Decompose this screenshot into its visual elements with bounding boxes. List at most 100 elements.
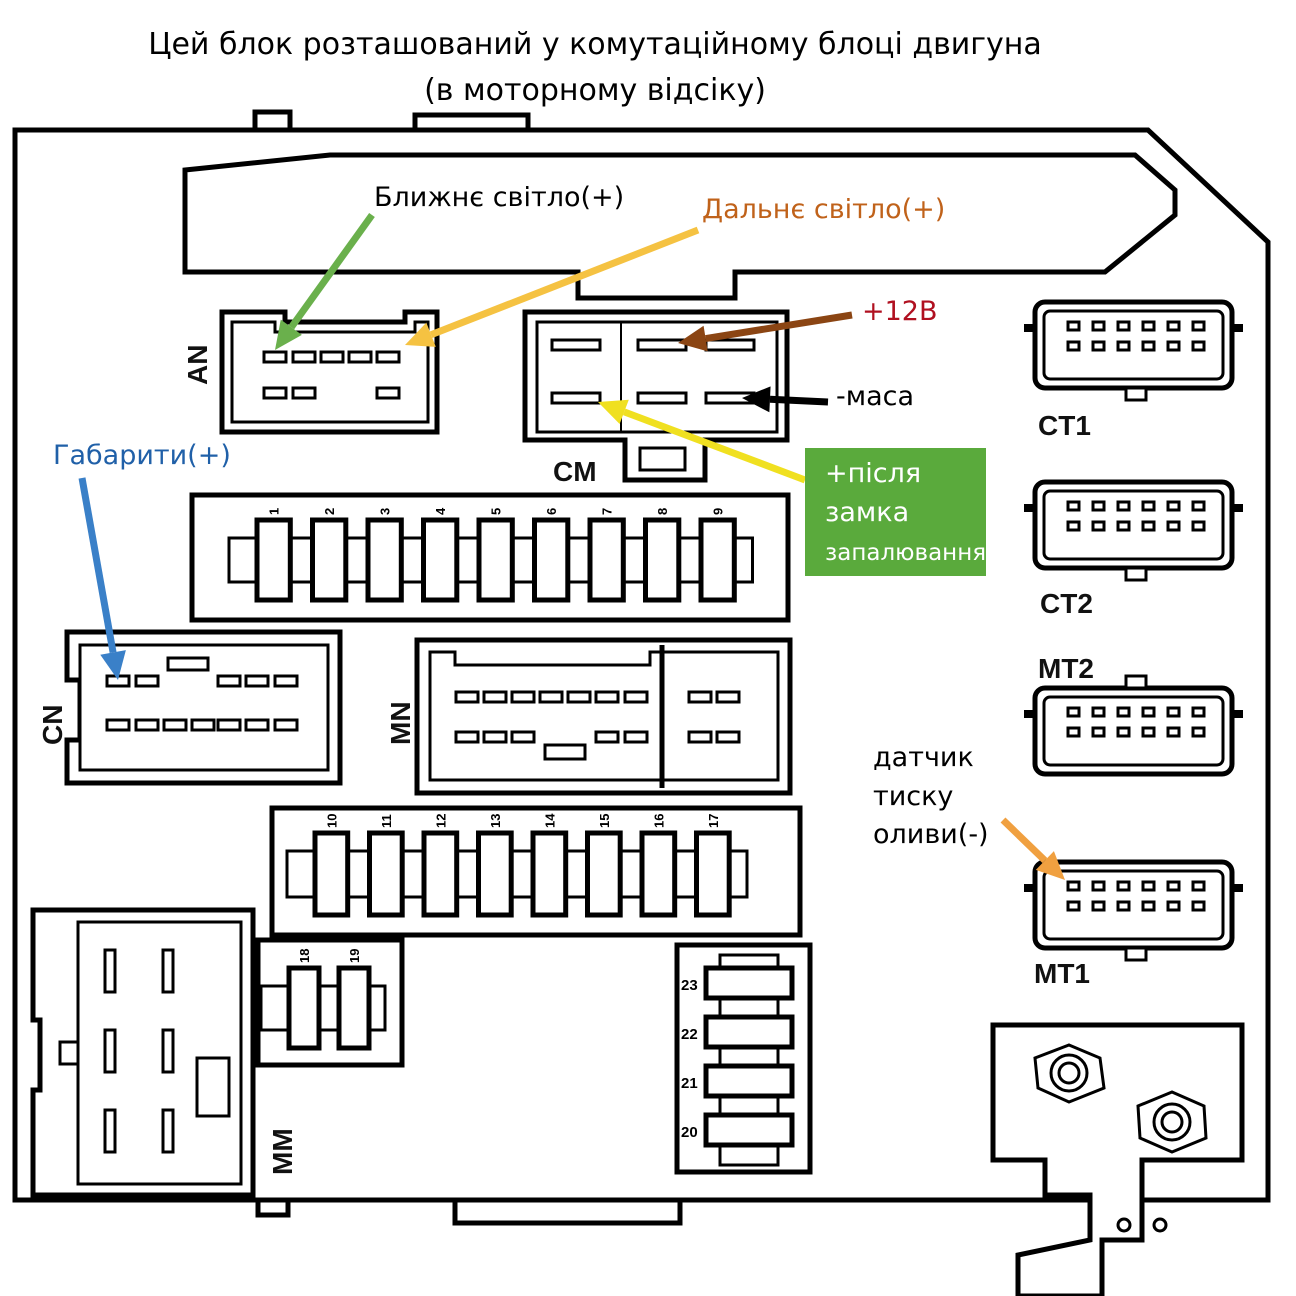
pin	[1191, 500, 1206, 512]
fuse-19[interactable]	[336, 965, 372, 1051]
arrow-high-beam	[405, 226, 700, 347]
pin	[1066, 880, 1081, 892]
pin	[1091, 340, 1106, 352]
pin	[482, 730, 508, 744]
pin	[1116, 880, 1131, 892]
fuse-3[interactable]	[365, 517, 404, 603]
pin	[216, 674, 242, 688]
fuse-5[interactable]	[476, 517, 515, 603]
pin	[1116, 900, 1131, 912]
pin	[1191, 706, 1206, 718]
connector-cm[interactable]	[522, 309, 790, 483]
label-parking-lights: Габарити(+)	[53, 440, 231, 471]
pin	[594, 690, 620, 704]
pin	[1166, 706, 1181, 718]
pin	[454, 690, 480, 704]
fuse-2[interactable]	[310, 517, 349, 603]
fuse-11[interactable]	[367, 830, 405, 918]
fuse-20[interactable]	[703, 1112, 795, 1148]
connector-mt2[interactable]	[1024, 674, 1243, 777]
pin	[262, 350, 288, 364]
pin	[1191, 900, 1206, 912]
label-mn: MN	[385, 701, 416, 745]
fuse-8[interactable]	[643, 517, 682, 603]
fuse-21[interactable]	[703, 1063, 795, 1099]
pin	[1091, 520, 1106, 532]
fuse-number: 14	[542, 813, 557, 828]
fuse-10[interactable]	[312, 830, 351, 918]
fuse-7[interactable]	[587, 517, 626, 603]
pin	[291, 386, 317, 400]
label-ct2: CT2	[1040, 588, 1093, 619]
fuse-13[interactable]	[476, 830, 514, 918]
pin	[1066, 900, 1081, 912]
pin	[1066, 520, 1081, 532]
pin	[105, 718, 131, 732]
pin	[190, 718, 216, 732]
pin	[375, 386, 401, 400]
pin	[347, 350, 373, 364]
connector-mn[interactable]	[414, 637, 793, 796]
pin	[244, 718, 270, 732]
arrow-parking-lights	[78, 477, 126, 680]
fuse-12[interactable]	[421, 830, 460, 918]
pin	[510, 690, 536, 704]
connector-mm[interactable]	[30, 907, 256, 1198]
fuse-4[interactable]	[421, 517, 460, 603]
pin	[1116, 320, 1131, 332]
fuse-number: 2	[322, 508, 337, 515]
connector-ct1[interactable]	[1024, 299, 1243, 402]
connector-ct2[interactable]	[1024, 479, 1243, 582]
fuse-23[interactable]	[703, 965, 795, 1001]
pin	[244, 674, 270, 688]
pin	[1166, 726, 1181, 738]
connector-an[interactable]	[219, 309, 440, 435]
pin	[1141, 706, 1156, 718]
label-ground: -маса	[836, 381, 914, 412]
label-an: AN	[182, 345, 213, 385]
fuse-9[interactable]	[698, 517, 737, 603]
label-mm: MM	[267, 1128, 298, 1175]
label-12v: +12В	[862, 296, 938, 327]
pin	[1191, 320, 1206, 332]
pin	[1116, 500, 1131, 512]
fuse-1[interactable]	[254, 517, 293, 603]
fuse-17[interactable]	[694, 830, 732, 918]
pin	[1141, 520, 1156, 532]
fuse-16[interactable]	[639, 830, 678, 918]
pin	[216, 718, 242, 732]
pin	[510, 730, 536, 744]
fuse-18[interactable]	[286, 965, 322, 1051]
fuse-number: 1	[267, 508, 282, 515]
fuse-22[interactable]	[703, 1014, 795, 1050]
arrow-low-beam	[275, 212, 375, 350]
fuse-number: 23	[681, 977, 698, 994]
fuse-number: 11	[379, 814, 394, 828]
pin	[1191, 520, 1206, 532]
ignition-label-box	[805, 448, 986, 576]
pin	[1141, 900, 1156, 912]
label-ignition-1: +після	[825, 458, 921, 489]
fuse-6[interactable]	[532, 517, 571, 603]
pin	[1091, 880, 1106, 892]
pin	[134, 674, 160, 688]
pin	[273, 718, 299, 732]
pin	[1066, 320, 1081, 332]
connector-mt1[interactable]	[1024, 859, 1243, 962]
fuse-14[interactable]	[530, 830, 569, 918]
fuse-number: 12	[433, 814, 448, 828]
pin	[1191, 340, 1206, 352]
label-ignition-2: замка	[825, 497, 909, 528]
connector-cn[interactable]	[64, 629, 343, 786]
fuse-number: 18	[297, 949, 312, 963]
pin	[1191, 880, 1206, 892]
fuse-15[interactable]	[585, 830, 623, 918]
pin	[1091, 726, 1106, 738]
pin	[454, 730, 480, 744]
label-cn: CN	[37, 705, 68, 745]
pin	[262, 386, 288, 400]
pin	[1116, 706, 1131, 718]
label-oil-sensor-3: оливи(-)	[873, 819, 989, 850]
pin	[273, 674, 299, 688]
